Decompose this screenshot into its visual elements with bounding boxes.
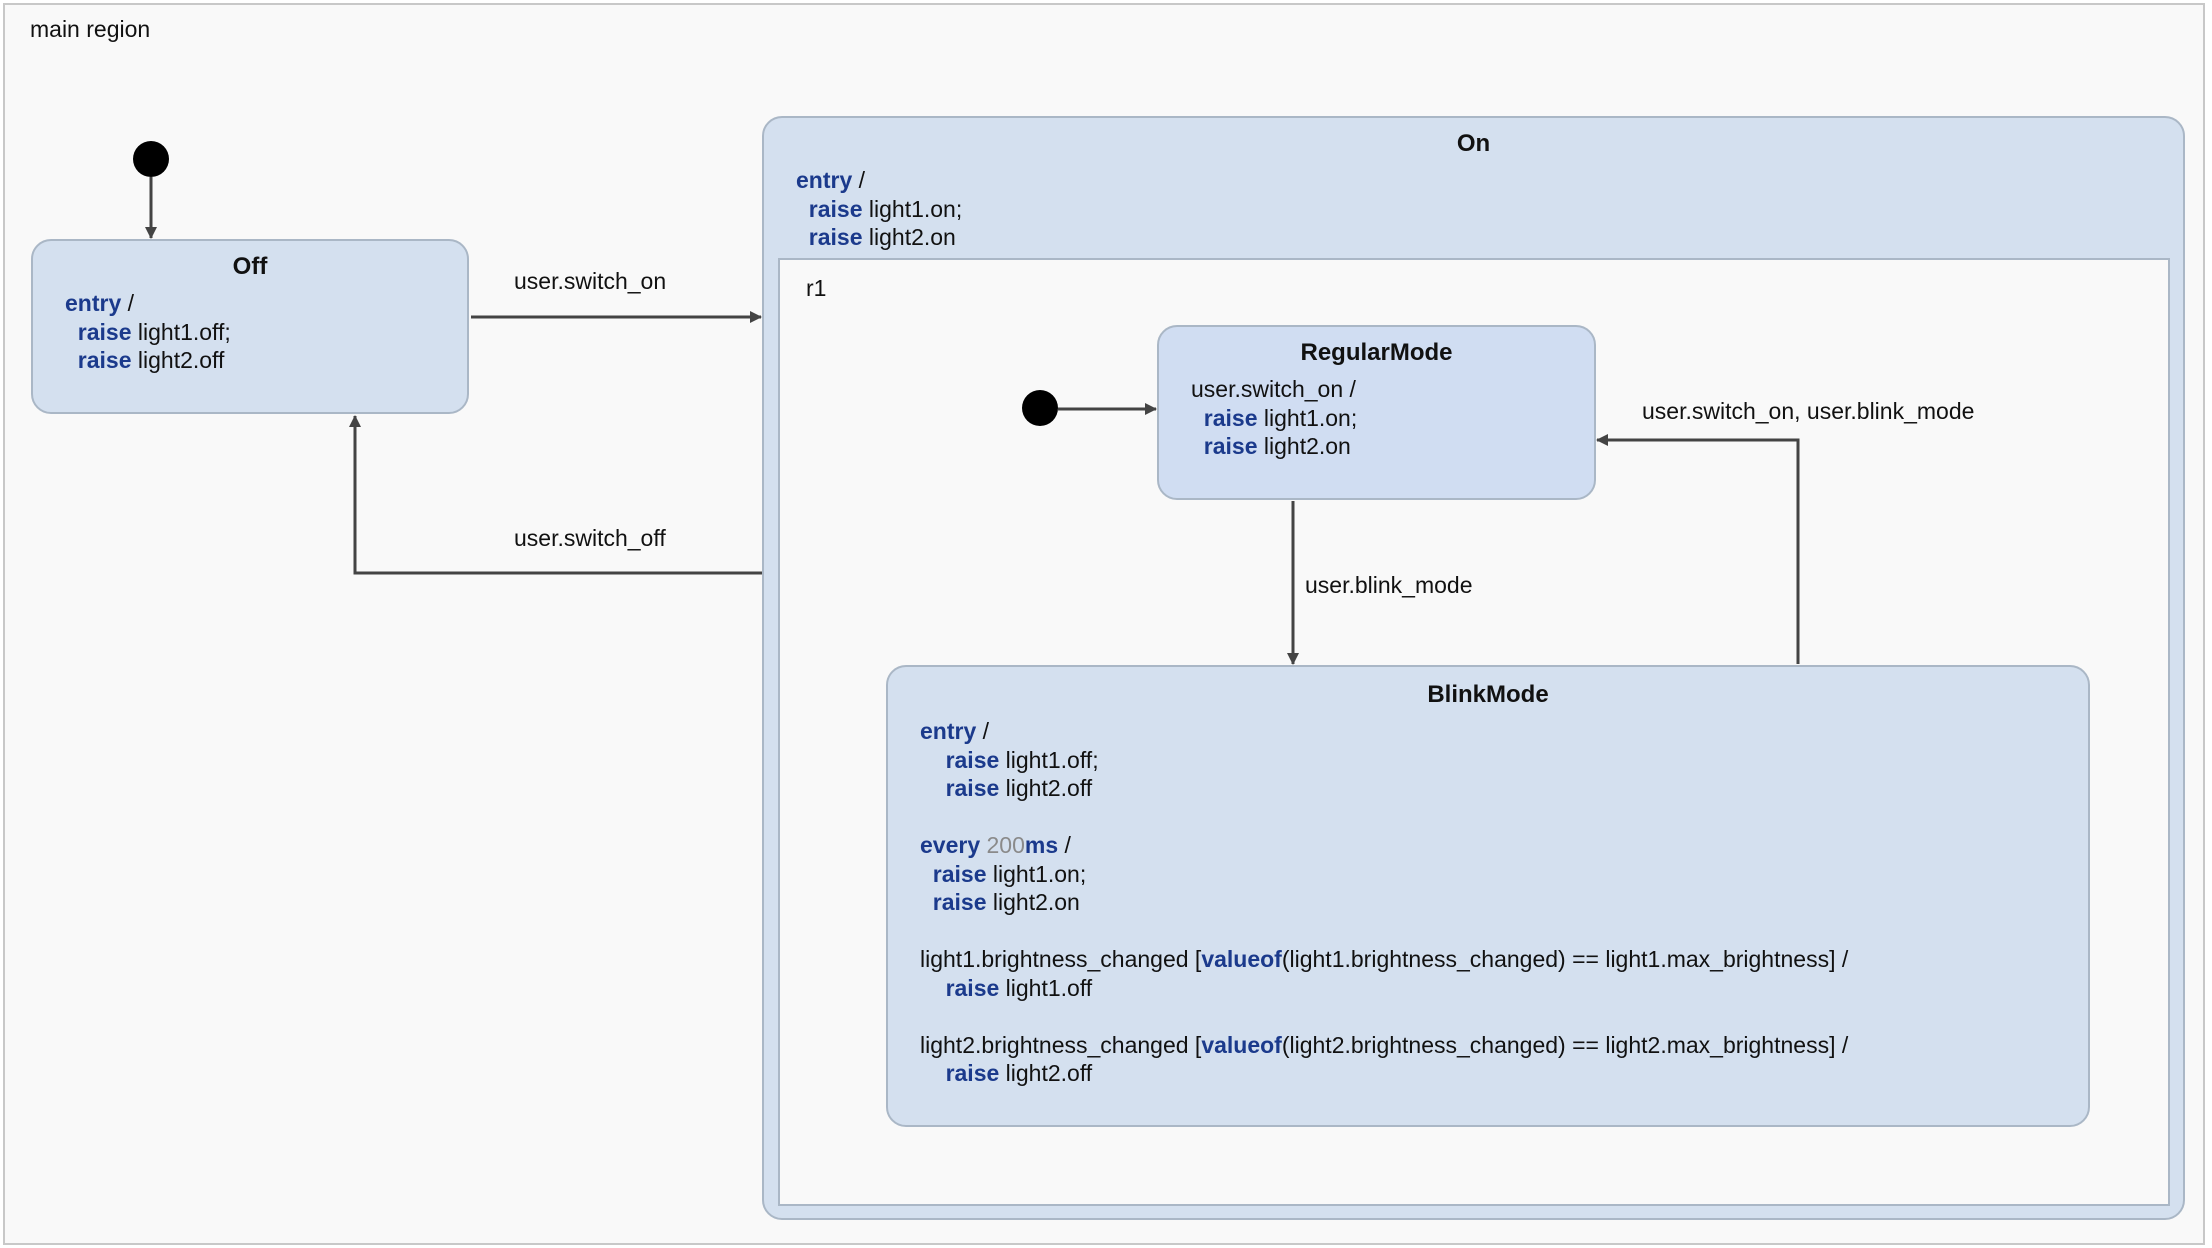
action-text: light2.off: [131, 347, 225, 373]
action-text: light1.off: [999, 974, 1093, 1001]
keyword-every: every: [920, 832, 981, 858]
guard-prefix: light1.brightness_changed [: [920, 946, 1202, 972]
action-text: light1.on;: [862, 195, 963, 222]
keyword-valueof: valueof: [1201, 946, 1282, 972]
keyword-ms: ms: [1024, 832, 1059, 858]
guard-prefix: light2.brightness_changed [: [920, 1031, 1202, 1058]
action-text: light1.on;: [1257, 404, 1358, 431]
initial-pseudostate-main[interactable]: [133, 141, 169, 177]
action-text: light1.off;: [999, 746, 1099, 773]
guard-suffix: (light2.brightness_changed) == light2.ma…: [1281, 1031, 1849, 1058]
transition-blink-to-regular[interactable]: [1596, 434, 1800, 664]
label-switch-on: user.switch_on: [514, 268, 667, 294]
action-text: light2.off: [999, 1060, 1093, 1086]
keyword-raise: raise: [945, 775, 1000, 801]
action-text: light2.off: [999, 775, 1093, 801]
keyword-raise: raise: [945, 746, 1000, 773]
action-text: light2.on: [1257, 433, 1351, 459]
state-blinkmode-title: BlinkMode: [1427, 681, 1549, 708]
every-value: 200: [980, 832, 1025, 858]
keyword-raise: raise: [1203, 433, 1258, 459]
action-text: light2.on: [986, 889, 1080, 915]
keyword-raise: raise: [932, 889, 987, 915]
entry-slash: /: [976, 718, 990, 744]
initial-pseudostate-r1[interactable]: [1022, 390, 1058, 426]
label-switch-off: user.switch_off: [514, 525, 666, 551]
label-blink-mode: user.blink_mode: [1305, 572, 1473, 598]
every-slash: /: [1058, 832, 1071, 858]
state-off-behavior: entry / raise light1.off; raise light2.o…: [65, 289, 231, 375]
state-regularmode-behavior: user.switch_on / raise light1.on; raise …: [1191, 375, 1357, 461]
state-off[interactable]: Off entry / raise light1.off; raise ligh…: [31, 239, 469, 414]
trigger-text: user.switch_on /: [1191, 376, 1356, 402]
keyword-entry: entry: [65, 290, 122, 316]
state-off-title: Off: [232, 253, 268, 280]
entry-slash: /: [852, 167, 866, 193]
transition-on-to-off[interactable]: [349, 415, 762, 575]
state-on-title: On: [1456, 130, 1491, 157]
state-blinkmode-behavior: entry / raise light1.off; raise light2.o…: [920, 717, 1848, 1088]
entry-slash: /: [121, 290, 135, 316]
keyword-entry: entry: [796, 167, 853, 193]
keyword-valueof: valueof: [1201, 1031, 1282, 1058]
action-text: light2.on: [862, 224, 956, 250]
state-on-behavior: entry / raise light1.on; raise light2.on: [796, 166, 962, 252]
keyword-raise: raise: [945, 974, 1000, 1001]
state-blinkmode[interactable]: BlinkMode entry / raise light1.off; rais…: [886, 665, 2090, 1127]
keyword-entry: entry: [920, 718, 977, 744]
keyword-raise: raise: [945, 1060, 1000, 1086]
action-text: light1.on;: [986, 860, 1087, 887]
guard-suffix: (light1.brightness_changed) == light1.ma…: [1281, 946, 1849, 972]
region-r1-label: r1: [806, 275, 827, 301]
action-text: light1.off;: [131, 318, 231, 345]
label-switch-on-blink-mode: user.switch_on, user.blink_mode: [1642, 398, 1975, 424]
main-region-label: main region: [30, 16, 151, 42]
keyword-raise: raise: [808, 195, 863, 222]
keyword-raise: raise: [808, 224, 863, 250]
state-regularmode-title: RegularMode: [1300, 339, 1453, 366]
keyword-raise: raise: [1203, 404, 1258, 431]
keyword-raise: raise: [77, 318, 132, 345]
keyword-raise: raise: [77, 347, 132, 373]
keyword-raise: raise: [932, 860, 987, 887]
state-regularmode[interactable]: RegularMode user.switch_on / raise light…: [1157, 325, 1596, 500]
